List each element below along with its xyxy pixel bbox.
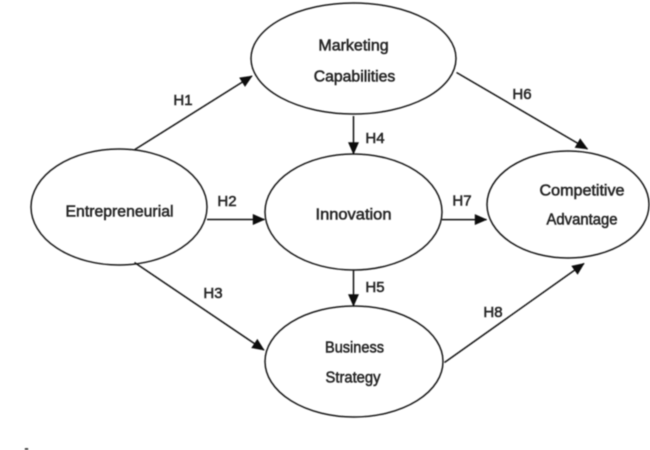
svg-text:Advantage: Advantage: [547, 212, 618, 229]
svg-text:Capabilities: Capabilities: [314, 69, 396, 86]
svg-text:H5: H5: [365, 279, 384, 296]
svg-text:H3: H3: [203, 285, 222, 302]
svg-text:Strategy: Strategy: [326, 370, 381, 387]
svg-text:Innovation: Innovation: [316, 207, 392, 224]
svg-text:Competitive: Competitive: [540, 183, 625, 200]
svg-text:Business: Business: [325, 340, 384, 357]
svg-text:H1: H1: [173, 92, 192, 109]
svg-text:H4: H4: [365, 130, 384, 147]
svg-text:Marketing: Marketing: [318, 38, 388, 55]
svg-text:Entrepreneurial: Entrepreneurial: [66, 204, 174, 221]
svg-text:H8: H8: [483, 304, 502, 321]
svg-text:H2: H2: [217, 193, 236, 210]
svg-text:H7: H7: [452, 193, 471, 210]
svg-text:H6: H6: [512, 86, 531, 103]
